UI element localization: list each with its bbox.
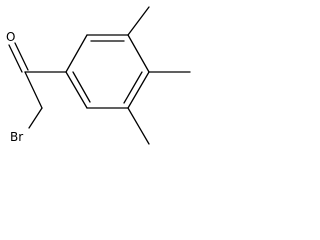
carbonyl-double-bond-a (8, 44, 23, 73)
benzene-ring (65, 34, 150, 109)
ring-bond-c3-c4 (127, 34, 150, 73)
carbonyl-double-bond-b (14, 42, 29, 71)
oxygen-atom-label: O (6, 30, 15, 44)
ring-bond-c1-c2 (65, 34, 88, 73)
carbonyl-to-ch2-bond (24, 71, 43, 109)
methyl-bond-top (127, 6, 150, 36)
ring-bond-c6-c1 (65, 71, 88, 109)
ring-bond-c4-c5 (127, 71, 150, 109)
chemical-structure-diagram: O Br (6, 6, 191, 145)
ch2-to-bromine-bond (28, 107, 43, 129)
methyl-bond-bottom (127, 107, 150, 145)
ring-double-bond-c6-c1 (72, 71, 91, 103)
bromine-atom-label: Br (10, 130, 23, 144)
ring-double-bond-c4-c5 (123, 71, 143, 104)
